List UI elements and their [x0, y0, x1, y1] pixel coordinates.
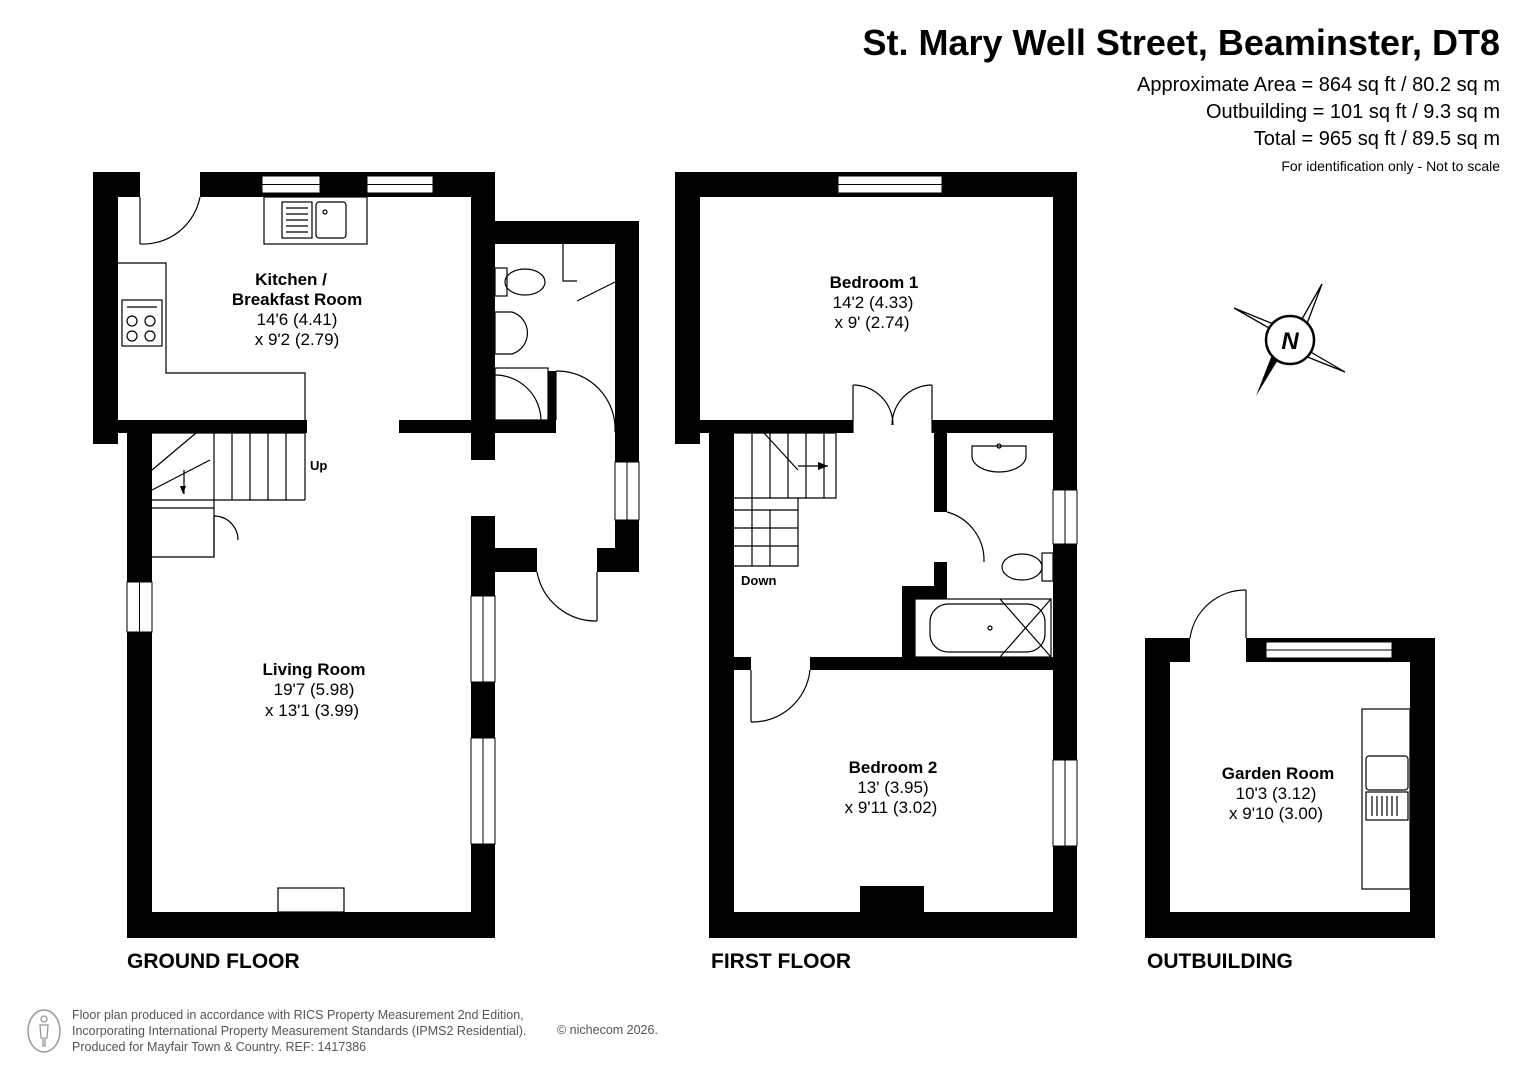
bedroom2-dim1: 13' (3.95): [857, 778, 928, 797]
ground-floor-plan: [93, 172, 640, 938]
outbuilding-area: Outbuilding = 101 sq ft / 9.3 sq m: [1205, 101, 1500, 123]
wall: [495, 420, 556, 433]
first-floor-plan: [675, 172, 1078, 938]
compass-icon: [1233, 283, 1346, 396]
footer-line3: Produced for Mayfair Town & Country. REF…: [72, 1040, 367, 1054]
room-labels: Kitchen / Breakfast Room 14'6 (4.41) x 9…: [232, 270, 1334, 823]
wall: [471, 516, 495, 938]
wall: [902, 586, 915, 670]
person-scale-icon: [27, 1009, 61, 1053]
scale-note: For identification only - Not to scale: [1281, 158, 1500, 174]
ground-floor-label: GROUND FLOOR: [127, 950, 300, 973]
chimney-breast: [860, 886, 924, 912]
wall: [471, 172, 495, 460]
footer-line2: Incorporating International Property Mea…: [72, 1024, 527, 1038]
garden-room-dim1: 10'3 (3.12): [1236, 784, 1317, 803]
wall: [675, 172, 700, 444]
ground-floor-fixtures: [118, 196, 616, 622]
bedroom2-dim2: x 9'11 (3.02): [845, 798, 938, 817]
kitchen-dim2: x 9'2 (2.79): [255, 330, 340, 349]
first-floor-label: FIRST FLOOR: [711, 950, 851, 973]
kitchen-name-line1: Kitchen /: [255, 270, 327, 289]
outbuilding-fixtures: [1189, 589, 1411, 890]
wall: [127, 912, 495, 938]
wall: [471, 221, 639, 244]
bedroom1-dim2: x 9' (2.74): [834, 313, 909, 332]
footer-text: Floor plan produced in accordance with R…: [72, 1007, 526, 1055]
property-title: St. Mary Well Street, Beaminster, DT8: [862, 22, 1500, 63]
wall: [200, 172, 495, 197]
wall: [93, 172, 118, 444]
wall: [675, 420, 853, 433]
wall: [709, 912, 1077, 938]
compass-north-label: N: [1281, 328, 1299, 355]
stairs-down-label: Down: [741, 573, 776, 588]
wall: [709, 420, 734, 938]
copyright: © nichecom 2026.: [557, 1023, 658, 1037]
wall: [932, 420, 1053, 433]
garden-room-dim2: x 9'10 (3.00): [1229, 804, 1323, 823]
wall: [127, 433, 152, 938]
wall: [810, 657, 1053, 670]
bedroom1-name: Bedroom 1: [830, 273, 919, 292]
wall: [1145, 638, 1170, 938]
outbuilding-label: OUTBUILDING: [1147, 950, 1293, 973]
kitchen-dim1: 14'6 (4.41): [257, 310, 338, 329]
wall: [934, 420, 947, 512]
wall: [734, 657, 751, 670]
living-dim1: 19'7 (5.98): [274, 680, 355, 699]
garden-room-name: Garden Room: [1222, 764, 1334, 783]
approximate-area: Approximate Area = 864 sq ft / 80.2 sq m: [1137, 74, 1500, 96]
wall: [1145, 912, 1435, 938]
wall: [548, 371, 556, 433]
stairs-up-label: Up: [310, 458, 327, 473]
outbuilding-plan: [1145, 638, 1435, 938]
bedroom2-name: Bedroom 2: [849, 758, 938, 777]
wall: [93, 420, 307, 433]
kitchen-name-line2: Breakfast Room: [232, 290, 362, 309]
bedroom1-dim1: 14'2 (4.33): [833, 293, 914, 312]
first-floor-fixtures: [734, 384, 1054, 723]
living-name: Living Room: [263, 660, 366, 679]
wall: [471, 548, 537, 572]
wall: [597, 548, 639, 572]
total-area: Total = 965 sq ft / 89.5 sq m: [1253, 128, 1500, 150]
footer-line1: Floor plan produced in accordance with R…: [72, 1008, 524, 1022]
living-dim2: x 13'1 (3.99): [265, 701, 359, 720]
wall: [1410, 638, 1435, 938]
